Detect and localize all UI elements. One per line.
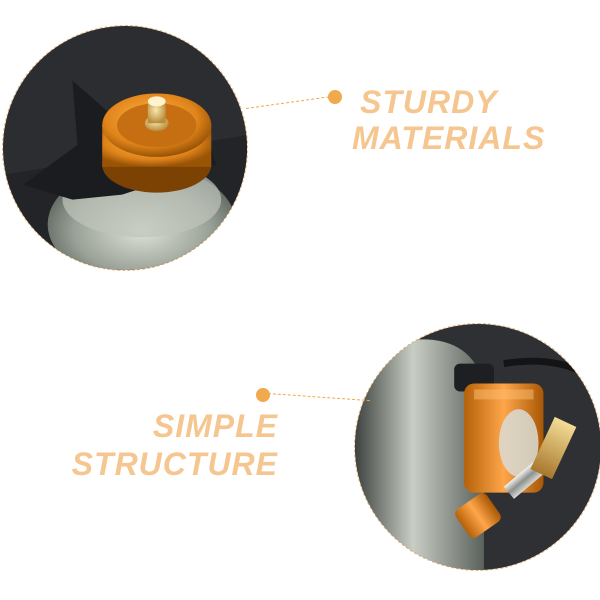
caption-line: STRUCTURE xyxy=(71,446,278,482)
adapter-top-illustration xyxy=(3,26,247,270)
caption-line: SIMPLE xyxy=(152,408,278,444)
top-connector-dot xyxy=(328,90,342,104)
feature-caption-sturdy-materials: STURDY MATERIALS xyxy=(352,84,545,154)
feature-caption-simple-structure: SIMPLE STRUCTURE xyxy=(42,410,278,480)
adapter-side-illustration xyxy=(355,324,600,570)
caption-line: MATERIALS xyxy=(352,120,546,156)
top-connector-line xyxy=(245,96,330,109)
adapter-side-view-photo xyxy=(354,323,600,571)
adapter-top-view-photo xyxy=(2,25,248,271)
bottom-connector-dot xyxy=(256,388,270,402)
caption-line: STURDY xyxy=(360,84,498,120)
